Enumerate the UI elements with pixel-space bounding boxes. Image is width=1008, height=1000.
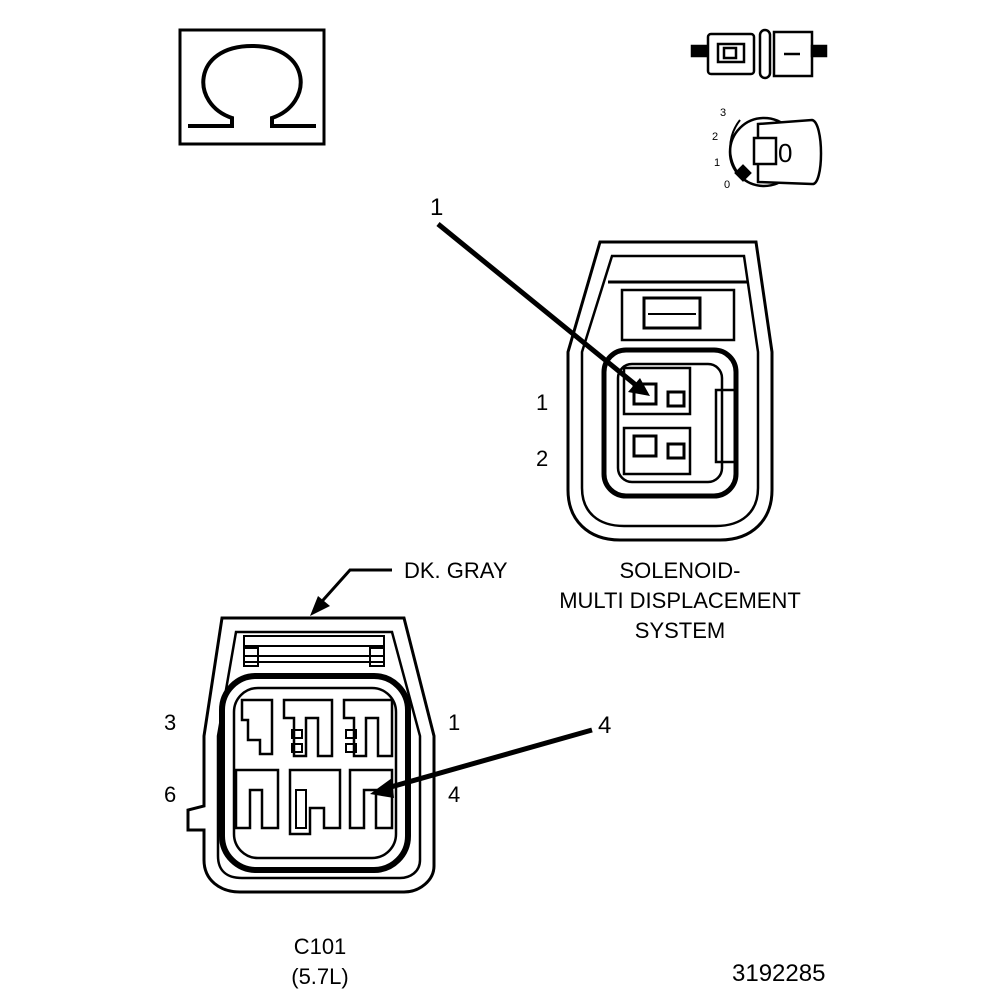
c101-pin-1-label: 1 bbox=[448, 710, 461, 735]
c101-caption-line-1: C101 bbox=[293, 934, 347, 959]
ignition-position-1: 1 bbox=[714, 157, 721, 169]
ignition-key-icon bbox=[728, 116, 823, 188]
c101-caption-line-2: (5.7L) bbox=[291, 964, 349, 989]
c101-pin-3-label: 3 bbox=[164, 710, 177, 735]
solenoid-pin-2-label: 2 bbox=[536, 446, 549, 471]
callout-4-leader bbox=[370, 727, 593, 798]
disconnected-connector-icon bbox=[690, 28, 828, 80]
solenoid-caption: SOLENOID- MULTI DISPLACEMENT SYSTEM bbox=[530, 556, 830, 646]
callout-1-leader bbox=[436, 222, 650, 396]
ignition-position-3: 3 bbox=[720, 107, 727, 119]
callout-4: 4 bbox=[598, 712, 612, 739]
figure-number: 3192285 bbox=[732, 960, 826, 987]
callout-1: 1 bbox=[430, 194, 444, 221]
solenoid-pin-1-label: 1 bbox=[536, 390, 549, 415]
c101-caption: C101 (5.7L) bbox=[240, 932, 400, 992]
c101-pin-6-label: 6 bbox=[164, 782, 177, 807]
solenoid-caption-line-3: SYSTEM bbox=[634, 618, 726, 643]
solenoid-caption-line-2: MULTI DISPLACEMENT bbox=[559, 588, 801, 613]
ignition-position-0: 0 bbox=[724, 179, 731, 191]
solenoid-connector bbox=[566, 240, 774, 542]
c101-connector bbox=[186, 616, 436, 894]
ignition-position-2: 2 bbox=[712, 131, 719, 143]
ohmmeter-icon bbox=[178, 28, 326, 146]
color-label-leader bbox=[310, 568, 392, 616]
solenoid-caption-line-1: SOLENOID- bbox=[619, 558, 741, 583]
ignition-key-value: 0 bbox=[778, 138, 793, 168]
c101-color-label: DK. GRAY bbox=[404, 558, 508, 583]
c101-pin-4-label: 4 bbox=[448, 782, 461, 807]
